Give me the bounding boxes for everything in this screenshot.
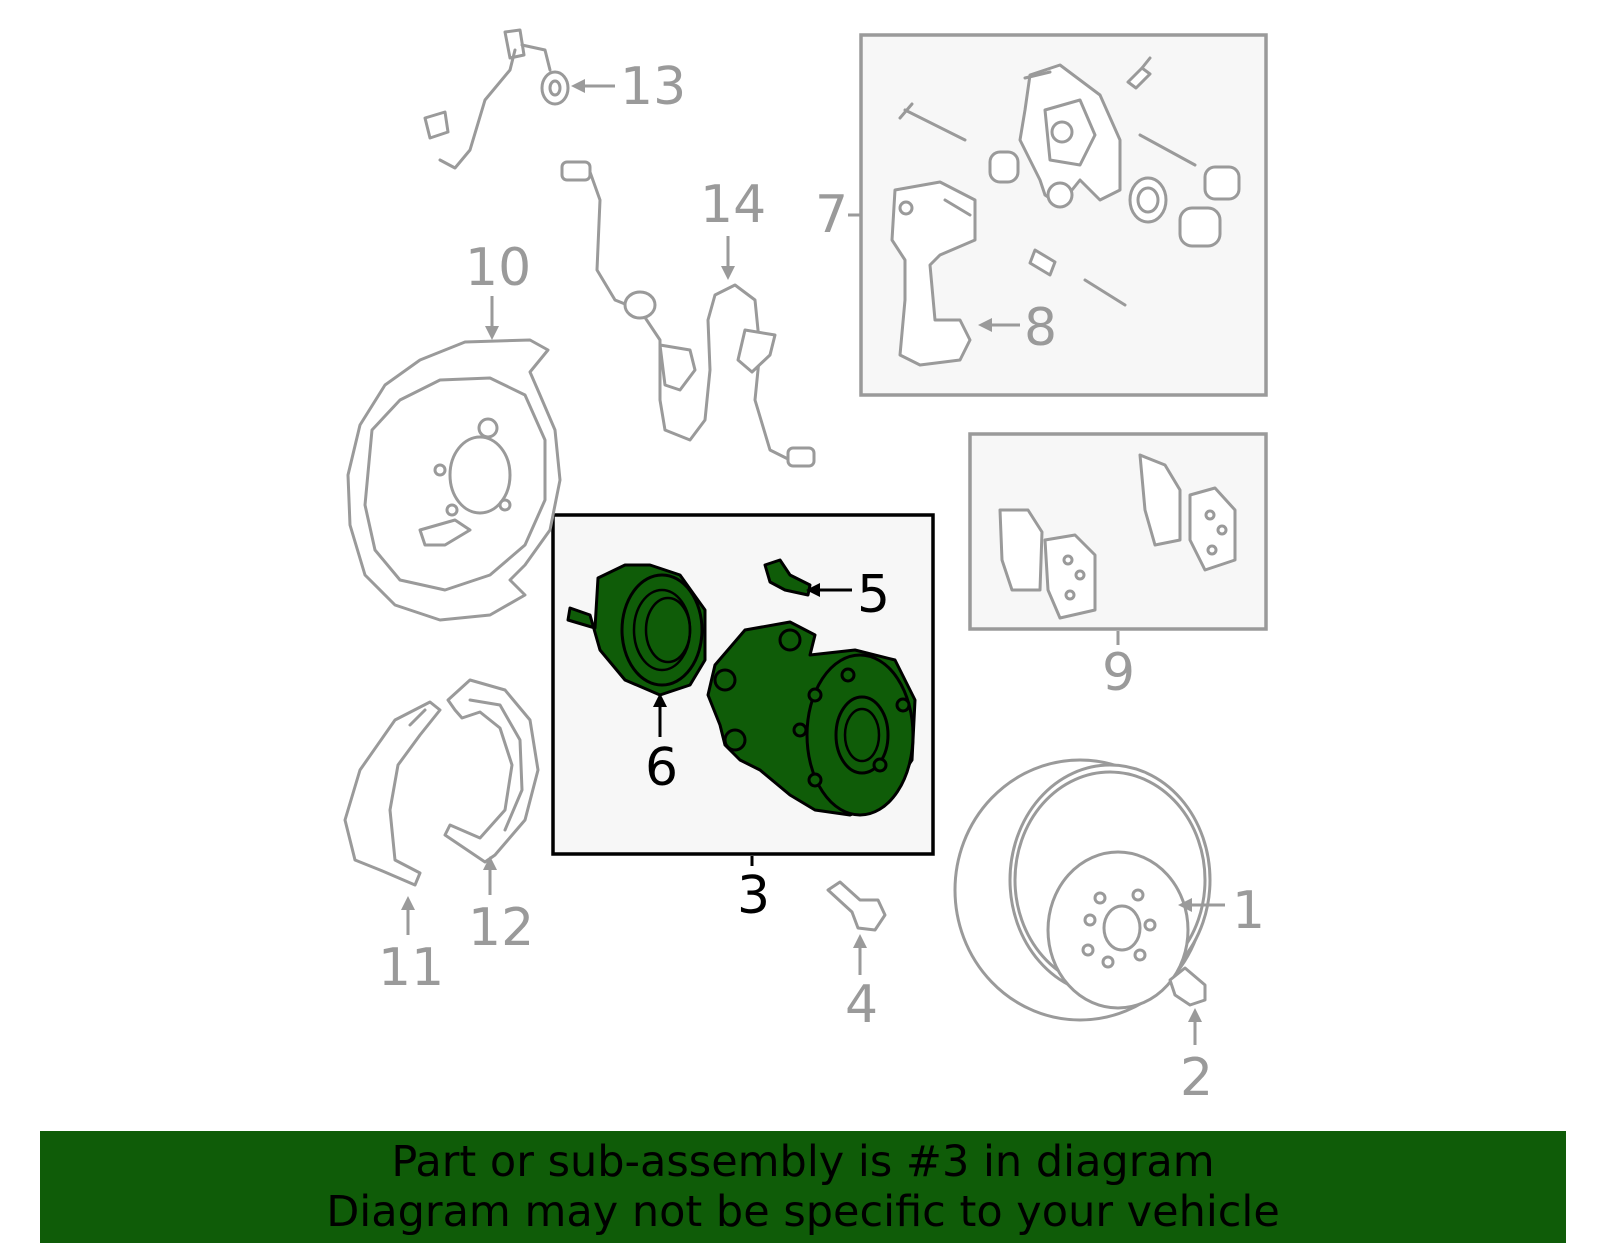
plug-part-2[interactable]: 2 [1168, 966, 1213, 1108]
callout-12: 12 [468, 898, 534, 958]
abs-sensor-part-14[interactable]: 14 [560, 160, 816, 468]
hub-part-3[interactable] [706, 620, 917, 817]
brake-shoe-part-11[interactable]: 11 [343, 700, 444, 998]
callout-14: 14 [700, 175, 766, 235]
callout-6: 6 [645, 738, 678, 798]
info-banner: Part or sub-assembly is #3 in diagram Di… [40, 1131, 1566, 1243]
hub-assembly-box[interactable]: 5 6 3 [551, 513, 935, 926]
callout-5: 5 [857, 565, 890, 625]
banner-line-1: Part or sub-assembly is #3 in diagram [391, 1137, 1215, 1187]
callout-10: 10 [465, 238, 531, 298]
brake-pads-box[interactable]: 9 [968, 432, 1268, 703]
backing-plate-part-10[interactable]: 10 [346, 238, 562, 622]
callout-9: 9 [1102, 643, 1135, 703]
banner-line-2: Diagram may not be specific to your vehi… [326, 1187, 1280, 1237]
callout-4: 4 [845, 975, 878, 1035]
callout-3: 3 [737, 866, 770, 926]
bearing-part-6[interactable] [566, 563, 707, 697]
brake-shoe-part-12[interactable]: 12 [443, 678, 540, 958]
callout-8: 8 [1024, 298, 1057, 358]
brake-rotor-part-1[interactable]: 1 [953, 758, 1265, 1022]
callout-13: 13 [620, 57, 686, 117]
sensor-wire-part-13[interactable]: 13 [423, 28, 686, 170]
caliper-assembly-box[interactable]: 7 8 [815, 33, 1268, 397]
bolt-part-4[interactable]: 4 [826, 880, 887, 1035]
callout-11: 11 [378, 938, 444, 998]
callout-7: 7 [815, 185, 848, 245]
callout-1: 1 [1232, 881, 1265, 941]
callout-2: 2 [1180, 1048, 1213, 1108]
